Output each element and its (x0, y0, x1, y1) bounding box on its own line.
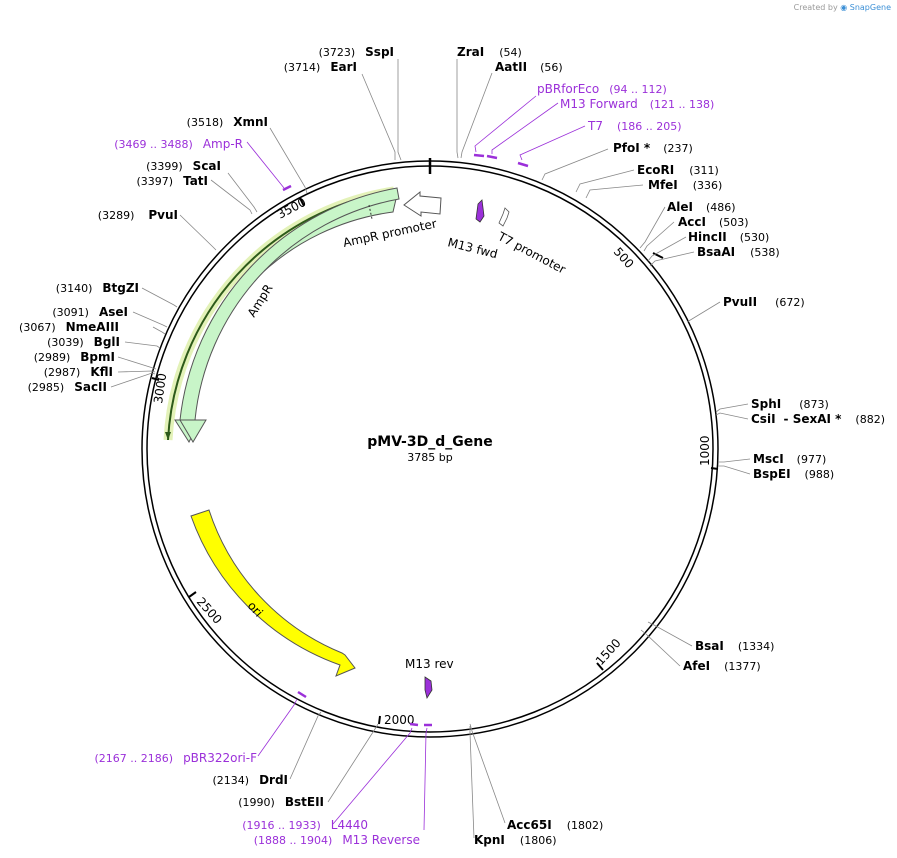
primer-amp-r[interactable]: (3469 .. 3488)Amp-R (114, 137, 243, 151)
ampr-arrowhead (179, 419, 207, 443)
tick-3000: 3000 (151, 372, 169, 404)
primer-m13-reverse[interactable]: (1888 .. 1904)M13 Reverse (254, 833, 420, 847)
m13-fwd-feature[interactable] (475, 199, 485, 223)
primer-labels: pBRforEco(94 .. 112) M13 Forward(121 .. … (95, 82, 715, 847)
primer-m13-forward[interactable]: M13 Forward(121 .. 138) (560, 97, 714, 111)
enzyme-nmeaiii[interactable]: (3067)NmeAIII (19, 320, 119, 334)
enzyme-zrai[interactable]: ZraI(54) (457, 45, 522, 59)
enzyme-msci[interactable]: MscI(977) (753, 452, 826, 466)
enzyme-leaders-right (456, 59, 751, 839)
enzyme-alei[interactable]: AleI(486) (667, 200, 736, 214)
tick-label-500: 500 (611, 245, 637, 271)
ampr-highlight-arrowhead (165, 432, 171, 440)
snapgene-credit: Created by ◉ SnapGene (794, 3, 891, 12)
enzyme-csii-sexai[interactable]: CsiI- SexAI *(882) (751, 412, 885, 426)
enzyme-bspei[interactable]: BspEI(988) (753, 467, 834, 481)
credit-brand: SnapGene (849, 3, 891, 12)
ampr-promoter-label: AmpR promoter (342, 216, 438, 250)
enzyme-btgzi[interactable]: (3140)BtgZI (56, 281, 139, 295)
enzyme-acci[interactable]: AccI(503) (678, 215, 749, 229)
enzyme-acc65i[interactable]: Acc65I(1802) (507, 818, 603, 832)
primer-l4440[interactable]: (1916 .. 1933)L4440 (242, 818, 368, 832)
primer-pbrforeco[interactable]: pBRforEco(94 .. 112) (537, 82, 667, 96)
enzyme-bgli[interactable]: (3039)BglI (47, 335, 120, 349)
primer-pbr322ori-f[interactable]: (2167 .. 2186)pBR322ori-F (95, 751, 258, 765)
enzyme-drdi[interactable]: (2134)DrdI (212, 773, 288, 787)
enzyme-bsaai[interactable]: BsaAI(538) (697, 245, 780, 259)
t7-promoter-label: T7 promoter (495, 229, 568, 277)
enzyme-pvuii[interactable]: PvuII(672) (723, 295, 805, 309)
enzyme-labels-left: (3723)SspI (3714)EarI (3518)XmnI (3399)S… (19, 45, 394, 809)
enzyme-bsteii[interactable]: (1990)BstEII (238, 795, 324, 809)
tick-label-3000: 3000 (151, 372, 169, 404)
enzyme-pfoi[interactable]: PfoI *(237) (613, 141, 693, 155)
enzyme-sspi[interactable]: (3723)SspI (319, 45, 394, 59)
m13-rev-label: M13 rev (405, 657, 454, 671)
enzyme-xmni[interactable]: (3518)XmnI (187, 115, 268, 129)
snapgene-logo: ◉ (840, 3, 850, 12)
tick-label-2000: 2000 (384, 713, 415, 727)
primer-leaders (246, 95, 586, 831)
ampr-promoter-arrow[interactable] (403, 190, 442, 217)
enzyme-eari[interactable]: (3714)EarI (284, 60, 357, 74)
ori-feature[interactable] (190, 509, 356, 677)
enzyme-aatii[interactable]: AatII(56) (495, 60, 563, 74)
m13-fwd-label: M13 fwd (446, 235, 499, 261)
m13-rev-feature[interactable] (424, 676, 433, 700)
enzyme-kpni[interactable]: KpnI(1806) (474, 833, 556, 847)
enzyme-afei[interactable]: AfeI(1377) (683, 659, 761, 673)
enzyme-bsai[interactable]: BsaI(1334) (695, 639, 774, 653)
tick-2500: 2500 (188, 591, 225, 627)
credit-prefix: Created by (793, 3, 838, 12)
enzyme-asei[interactable]: (3091)AseI (52, 305, 128, 319)
plasmid-length: 3785 bp (407, 451, 452, 464)
enzyme-kfli[interactable]: (2987)KflI (44, 365, 113, 379)
enzyme-sacii[interactable]: (2985)SacII (28, 380, 107, 394)
enzyme-leaders-left (110, 59, 402, 803)
enzyme-ecori[interactable]: EcoRI(311) (637, 163, 719, 177)
tick-1500: 1500 (593, 636, 624, 671)
primer-marks (282, 153, 529, 727)
enzyme-mfei[interactable]: MfeI(336) (648, 178, 722, 192)
tick-label-1000: 1000 (698, 435, 712, 466)
enzyme-scai[interactable]: (3399)ScaI (146, 159, 221, 173)
enzyme-tati[interactable]: (3397)TatI (136, 174, 208, 188)
enzyme-hincii[interactable]: HincII(530) (688, 230, 769, 244)
tick-label-1500: 1500 (593, 636, 624, 668)
tick-2000: 2000 (378, 713, 415, 727)
t7-promoter-feature[interactable] (498, 207, 510, 227)
tick-1000: 1000 (698, 435, 719, 470)
enzyme-bpmi[interactable]: (2989)BpmI (34, 350, 115, 364)
enzyme-labels-right: ZraI(54) AatII(56) PfoI *(237) EcoRI(311… (457, 45, 885, 847)
enzyme-sphi[interactable]: SphI(873) (751, 397, 829, 411)
enzyme-pvui[interactable]: (3289)PvuI (98, 208, 178, 222)
ampr-highlight (163, 186, 395, 441)
primer-t7[interactable]: T7(186 .. 205) (587, 119, 682, 133)
plasmid-name: pMV-3D_d_Gene (367, 434, 492, 450)
